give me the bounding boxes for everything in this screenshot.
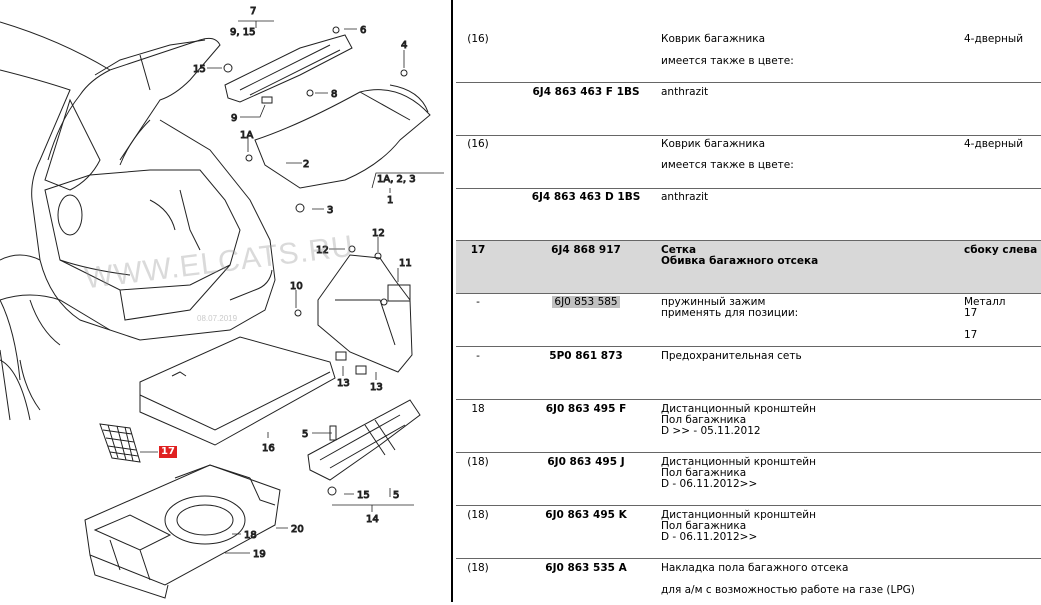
parts-diagram: 7 9, 15 6 15 4 8 9 1A 2 1A, 2, 3 1 3 12 …	[0, 0, 451, 602]
table-row[interactable]: (16) Коврик багажника имеется также в цв…	[456, 136, 1041, 189]
row-position: (18)	[467, 456, 489, 468]
table-row[interactable]: (18) 6J0 863 495 J Дистанционный кронште…	[456, 453, 1041, 506]
callout-6: 6	[360, 25, 366, 36]
callout-3: 3	[327, 205, 333, 216]
row-description: Обивка багажного отсека	[661, 255, 819, 267]
car-body-drawing	[0, 21, 276, 421]
callout-11: 11	[399, 258, 412, 269]
callout-5a: 5	[302, 429, 308, 440]
callout-5b: 5	[393, 490, 399, 501]
row-description: Дистанционный кронштейн	[661, 509, 816, 521]
row-note: 17	[964, 307, 978, 319]
table-row[interactable]: 18 6J0 863 495 F Дистанционный кронштейн…	[456, 400, 1041, 453]
table-row[interactable]: (18) 6J0 863 535 A Накладка пола багажно…	[456, 559, 1041, 602]
callout-12b: 12	[372, 228, 385, 239]
callout-20: 20	[291, 524, 304, 535]
callout-1: 1	[387, 195, 393, 206]
table-row[interactable]: 6J4 863 463 D 1BS anthrazit	[456, 189, 1041, 241]
side-trim-drawing	[317, 254, 413, 373]
row-description: D - 06.11.2012>>	[661, 531, 758, 543]
row-position: (16)	[467, 138, 489, 150]
row-position: (18)	[467, 509, 489, 521]
row-description: Дистанционный кронштейн	[661, 456, 816, 468]
row-description: пружинный зажим	[661, 296, 766, 308]
row-position: -	[476, 350, 480, 362]
row-description: применять для позиции:	[661, 307, 799, 319]
callout-19: 19	[253, 549, 266, 560]
table-row[interactable]: - 5P0 861 873 Предохранительная сеть	[456, 347, 1041, 400]
highlight-callout-17[interactable]: 17	[159, 446, 177, 458]
callout-8: 8	[331, 89, 337, 100]
row-note: сбоку слева	[964, 244, 1038, 256]
callout-13a: 13	[337, 378, 350, 389]
row-description: Предохранительная сеть	[661, 350, 802, 362]
part-number[interactable]: 5P0 861 873	[549, 350, 623, 362]
row-description: для а/м с возможностью работе на газе (L…	[661, 584, 915, 596]
callout-16: 16	[262, 443, 275, 454]
trunk-mat-drawing	[139, 336, 336, 446]
diagram-drawing: 7 9, 15 6 15 4 8 9 1A 2 1A, 2, 3 1 3 12 …	[0, 6, 444, 599]
row-description: Пол багажника	[661, 467, 747, 479]
row-position: 17	[470, 244, 486, 256]
row-description: Сетка	[661, 244, 697, 256]
callout-10: 10	[290, 281, 303, 292]
row-note: 4-дверный	[964, 138, 1024, 150]
leader-lines	[140, 20, 444, 554]
callout-7: 7	[250, 6, 256, 17]
row-description: Коврик багажника	[661, 33, 766, 45]
part-number[interactable]: 6J0 863 495 F	[545, 403, 627, 415]
part-number[interactable]: 6J0 863 495 K	[545, 509, 627, 521]
callout-18: 18	[244, 530, 257, 541]
parts-table: (16) Коврик багажника имеется также в цв…	[456, 0, 1041, 602]
row-description: имеется также в цвете:	[661, 55, 794, 67]
row-description: Коврик багажника	[661, 138, 766, 150]
part-number[interactable]: 6J0 863 535 A	[545, 562, 627, 574]
part-number[interactable]: 6J4 868 917	[551, 244, 621, 256]
cargo-net-drawing	[99, 423, 141, 463]
row-position: 18	[471, 403, 485, 415]
row-position: (16)	[467, 33, 489, 45]
part-number[interactable]: 6J0 863 495 J	[547, 456, 625, 468]
row-note: 4-дверный	[964, 33, 1024, 45]
watermark-date: 08.07.2019	[197, 314, 238, 323]
row-description: anthrazit	[661, 191, 709, 203]
top-bracket-drawing	[224, 34, 353, 104]
callout-1a: 1A	[240, 130, 253, 141]
row-description: D - 06.11.2012>>	[661, 478, 758, 490]
row-position: (18)	[467, 562, 489, 574]
spare-wheel-tray-drawing	[84, 464, 281, 599]
callout-12a: 12	[316, 245, 329, 256]
panel-divider	[451, 0, 453, 602]
row-description: Накладка пола багажного отсека	[661, 562, 849, 574]
row-description: D >> - 05.11.2012	[661, 425, 761, 437]
sill-trim-drawing	[307, 399, 421, 481]
row-note: 17	[964, 329, 978, 341]
callout-2: 2	[303, 159, 309, 170]
part-number[interactable]: 6J4 863 463 D 1BS	[531, 191, 641, 203]
row-description: Пол багажника	[661, 520, 747, 532]
row-description: Дистанционный кронштейн	[661, 403, 816, 415]
callout-1a-2-3: 1A, 2, 3	[377, 174, 416, 185]
part-number-selected[interactable]: 6J0 853 585	[552, 296, 620, 308]
table-row[interactable]: - 6J0 853 585 пружинный зажим применять …	[456, 294, 1041, 347]
row-note: Металл	[964, 296, 1006, 308]
callout-15: 15	[193, 64, 206, 75]
callout-14: 14	[366, 514, 379, 525]
callout-4: 4	[401, 40, 407, 51]
row-position: -	[476, 296, 480, 308]
table-row[interactable]: 6J4 863 463 F 1BS anthrazit	[456, 83, 1041, 136]
row-description: имеется также в цвете:	[661, 159, 794, 171]
callout-9-15: 9, 15	[230, 27, 255, 38]
callout-15b: 15	[357, 490, 370, 501]
table-row-highlighted[interactable]: 17 6J4 868 917 Сетка Обивка багажного от…	[456, 241, 1041, 294]
row-description: Пол багажника	[661, 414, 747, 426]
callout-13b: 13	[370, 382, 383, 393]
table-row[interactable]: (16) Коврик багажника имеется также в цв…	[456, 0, 1041, 83]
parcel-shelf-drawing	[254, 84, 431, 189]
callout-9: 9	[231, 113, 237, 124]
part-number[interactable]: 6J0 853 585	[521, 296, 651, 308]
row-description: anthrazit	[661, 86, 709, 98]
part-number[interactable]: 6J4 863 463 F 1BS	[532, 86, 640, 98]
table-row[interactable]: (18) 6J0 863 495 K Дистанционный кронште…	[456, 506, 1041, 559]
